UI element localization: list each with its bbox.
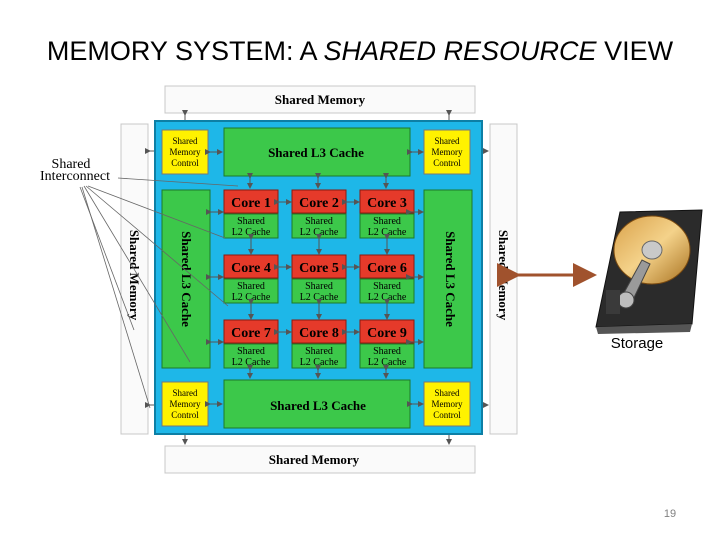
core-3-l2-label-line1: Shared <box>373 216 401 227</box>
interconnect-label-line1: Shared <box>52 157 91 172</box>
interconnect-pointers <box>79 177 239 409</box>
control-tr-line3: Control <box>433 158 461 168</box>
control-bl-line3: Control <box>171 410 199 420</box>
core-link-arrows <box>248 199 390 335</box>
core-3-box <box>359 189 415 214</box>
core-5-label: Core 5 <box>299 261 339 276</box>
core-8-l2-label-line1: Shared <box>305 346 333 357</box>
core-4-label: Core 4 <box>231 261 271 276</box>
control-tl-line3: Control <box>171 158 199 168</box>
control-br-line1: Shared <box>435 388 460 398</box>
core-7-l2-label-line1: Shared <box>237 346 265 357</box>
core-1-l2-label-line1: Shared <box>237 216 265 227</box>
control-br-line3: Control <box>433 410 461 420</box>
core-3-l2-label-line2: L2 Cache <box>368 227 407 238</box>
shared-memory-right-label: Shared Memory <box>496 230 511 321</box>
storage-label: Storage <box>610 335 664 352</box>
title-emphasis: SHARED RESOURCE <box>323 36 597 66</box>
slide-title: MEMORY SYSTEM: A SHARED RESOURCE VIEW <box>0 36 720 67</box>
core-7-l2-label-line2: L2 Cache <box>232 357 271 368</box>
control-tr-line1: Shared <box>435 136 460 146</box>
core-1-l2-label-line2: L2 Cache <box>232 227 271 238</box>
core-5-l2-label-line2: L2 Cache <box>300 292 339 303</box>
core-2-l2-cache-box <box>291 213 347 239</box>
l3-cache-left-label: Shared L3 Cache <box>179 231 194 327</box>
core-3-label: Core 3 <box>367 196 407 211</box>
core-9-box <box>359 319 415 344</box>
core-6-box <box>359 254 415 279</box>
core-9-l2-label-line1: Shared <box>373 346 401 357</box>
storage-drive-icon <box>595 209 703 334</box>
shared-memory-bottom-box <box>164 445 476 474</box>
core-7-label: Core 7 <box>231 326 271 341</box>
core-4-l2-label-line2: L2 Cache <box>232 292 271 303</box>
shared-memory-left-label: Shared Memory <box>127 230 142 321</box>
core-6-label: Core 6 <box>367 261 407 276</box>
control-tl-line1: Shared <box>173 136 198 146</box>
title-prefix: MEMORY SYSTEM: A <box>46 36 324 66</box>
core-2-l2-label-line1: Shared <box>305 216 333 227</box>
core-9-l2-label-line2: L2 Cache <box>368 357 407 368</box>
core-2-label: Core 2 <box>299 196 339 211</box>
control-bl-line2: Memory <box>170 399 201 409</box>
core-5-l2-label-line1: Shared <box>305 281 333 292</box>
core-8-label: Core 8 <box>299 326 339 341</box>
core-7-l2-cache-box <box>223 343 279 369</box>
shared-memory-bottom-label: Shared Memory <box>269 452 360 467</box>
title-suffix: VIEW <box>596 36 674 66</box>
l3-cache-right-label: Shared L3 Cache <box>443 231 458 327</box>
interconnect-label-line2: Interconnect <box>40 169 110 184</box>
shared-memory-left-box <box>120 123 149 435</box>
l3-cache-top-label: Shared L3 Cache <box>268 145 364 160</box>
control-bl-line1: Shared <box>173 388 198 398</box>
core-6-l2-label-line1: Shared <box>373 281 401 292</box>
grid-link-arrows <box>205 149 424 407</box>
core-8-l2-label-line2: L2 Cache <box>300 357 339 368</box>
core-6-l2-label-line2: L2 Cache <box>368 292 407 303</box>
l3-cache-bottom <box>223 379 411 429</box>
l3-cache-right <box>423 189 473 369</box>
core-1-label: Core 1 <box>231 196 271 211</box>
control-br-line2: Memory <box>432 399 463 409</box>
shared-memory-top-label: Shared Memory <box>275 92 366 107</box>
core-9-l2-cache-box <box>359 343 415 369</box>
page-number: 19 <box>663 508 677 520</box>
core-8-l2-cache-box <box>291 343 347 369</box>
control-tl-line2: Memory <box>170 147 201 157</box>
core-9-label: Core 9 <box>367 326 407 341</box>
control-tr-line2: Memory <box>432 147 463 157</box>
shared-memory-top-box <box>164 85 476 114</box>
l3-cache-bottom-label: Shared L3 Cache <box>270 398 366 413</box>
core-4-l2-label-line1: Shared <box>237 281 265 292</box>
core-2-l2-label-line2: L2 Cache <box>300 227 339 238</box>
memory-controls <box>161 129 471 427</box>
